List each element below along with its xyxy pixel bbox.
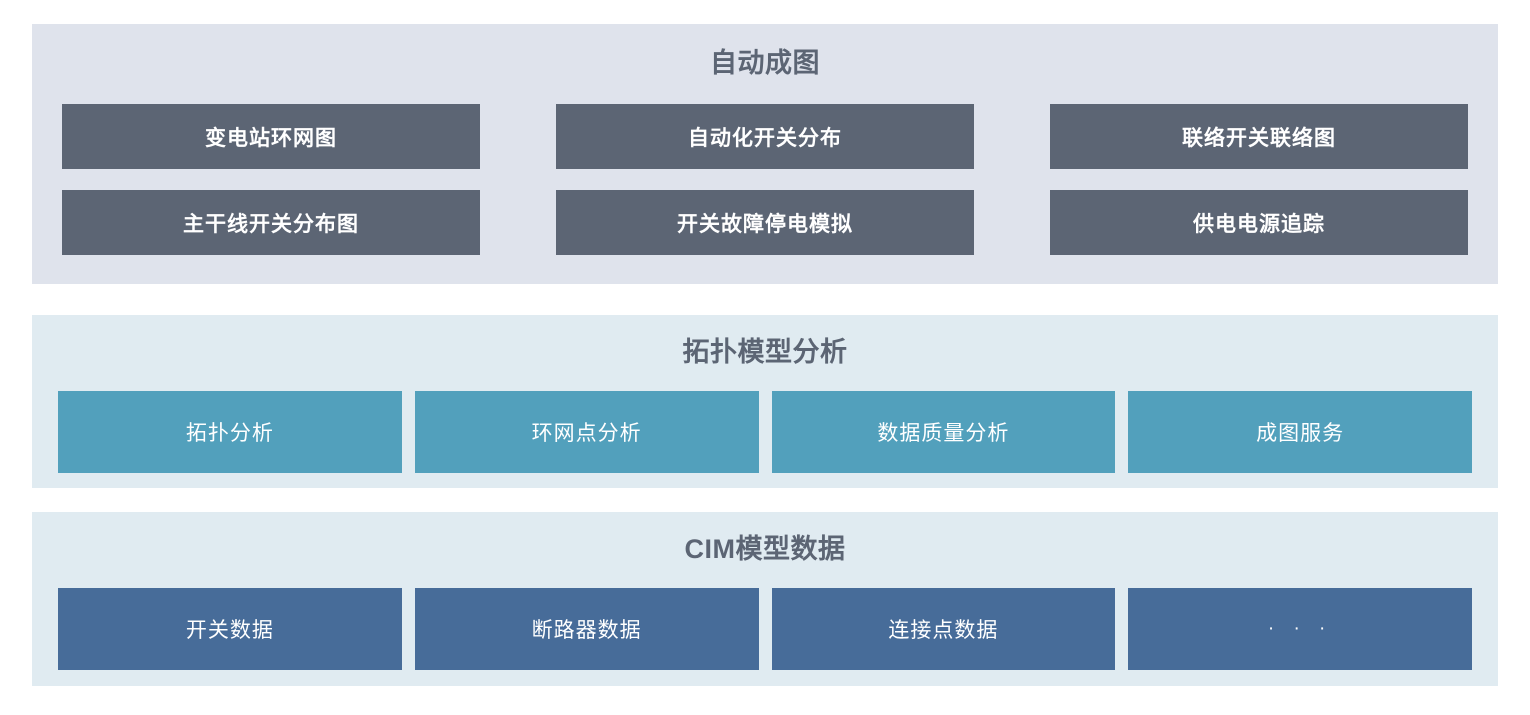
tile-label: 供电电源追踪 xyxy=(1193,212,1325,236)
architecture-stack: 自动成图 变电站环网图 自动化开关分布 联络开关联络图 主干线开关分布图 开关故… xyxy=(32,24,1498,686)
panel-title-auto-mapping: 自动成图 xyxy=(710,48,820,78)
tile-power-supply-source-tracing[interactable]: 供电电源追踪 xyxy=(1050,190,1468,255)
tile-ring-network-point-analysis[interactable]: 环网点分析 xyxy=(414,391,759,473)
panel-cim-model-data: CIM模型数据 开关数据 断路器数据 连接点数据 · · · xyxy=(32,512,1498,686)
tile-automated-switch-distribution[interactable]: 自动化开关分布 xyxy=(556,104,974,169)
tile-label: 拓扑分析 xyxy=(185,422,274,445)
tile-more-ellipsis[interactable]: · · · xyxy=(1128,588,1472,670)
tile-substation-ring-network-diagram[interactable]: 变电站环网图 xyxy=(62,104,480,169)
tile-label: 自动化开关分布 xyxy=(688,126,842,150)
panel-row: 主干线开关分布图 开关故障停电模拟 供电电源追踪 xyxy=(62,190,1468,255)
tile-label: 开关数据 xyxy=(185,619,274,642)
tile-label: 主干线开关分布图 xyxy=(183,212,359,236)
tile-label: 数据质量分析 xyxy=(877,422,1010,445)
tile-circuit-breaker-data[interactable]: 断路器数据 xyxy=(414,588,759,670)
tile-tie-switch-connection-diagram[interactable]: 联络开关联络图 xyxy=(1050,104,1468,169)
tile-label: 联络开关联络图 xyxy=(1182,126,1336,150)
tile-switch-data[interactable]: 开关数据 xyxy=(58,588,402,670)
panel-auto-mapping: 自动成图 变电站环网图 自动化开关分布 联络开关联络图 主干线开关分布图 开关故… xyxy=(32,24,1498,284)
tile-label: 成图服务 xyxy=(1256,422,1345,445)
panel-title-topology-model-analysis: 拓扑模型分析 xyxy=(682,337,848,367)
tile-mapping-service[interactable]: 成图服务 xyxy=(1128,391,1472,473)
tile-label: 环网点分析 xyxy=(531,422,642,445)
tile-topology-analysis[interactable]: 拓扑分析 xyxy=(58,391,402,473)
tile-label: 连接点数据 xyxy=(888,619,999,642)
panel-row: 开关数据 断路器数据 连接点数据 · · · xyxy=(58,588,1472,670)
tile-connectivity-node-data[interactable]: 连接点数据 xyxy=(771,588,1116,670)
panel-row: 变电站环网图 自动化开关分布 联络开关联络图 xyxy=(62,104,1468,169)
tile-data-quality-analysis[interactable]: 数据质量分析 xyxy=(771,391,1116,473)
tile-label: 开关故障停电模拟 xyxy=(677,212,853,236)
tile-switch-fault-outage-simulation[interactable]: 开关故障停电模拟 xyxy=(556,190,974,255)
panel-title-cim-model-data: CIM模型数据 xyxy=(684,534,846,564)
tile-label: 变电站环网图 xyxy=(205,126,337,150)
tile-trunk-line-switch-distribution-diagram[interactable]: 主干线开关分布图 xyxy=(62,190,480,255)
panel-topology-model-analysis: 拓扑模型分析 拓扑分析 环网点分析 数据质量分析 成图服务 xyxy=(32,315,1498,488)
panel-row: 拓扑分析 环网点分析 数据质量分析 成图服务 xyxy=(58,391,1472,473)
tile-label: · · · xyxy=(1267,618,1333,639)
tile-label: 断路器数据 xyxy=(531,619,642,642)
